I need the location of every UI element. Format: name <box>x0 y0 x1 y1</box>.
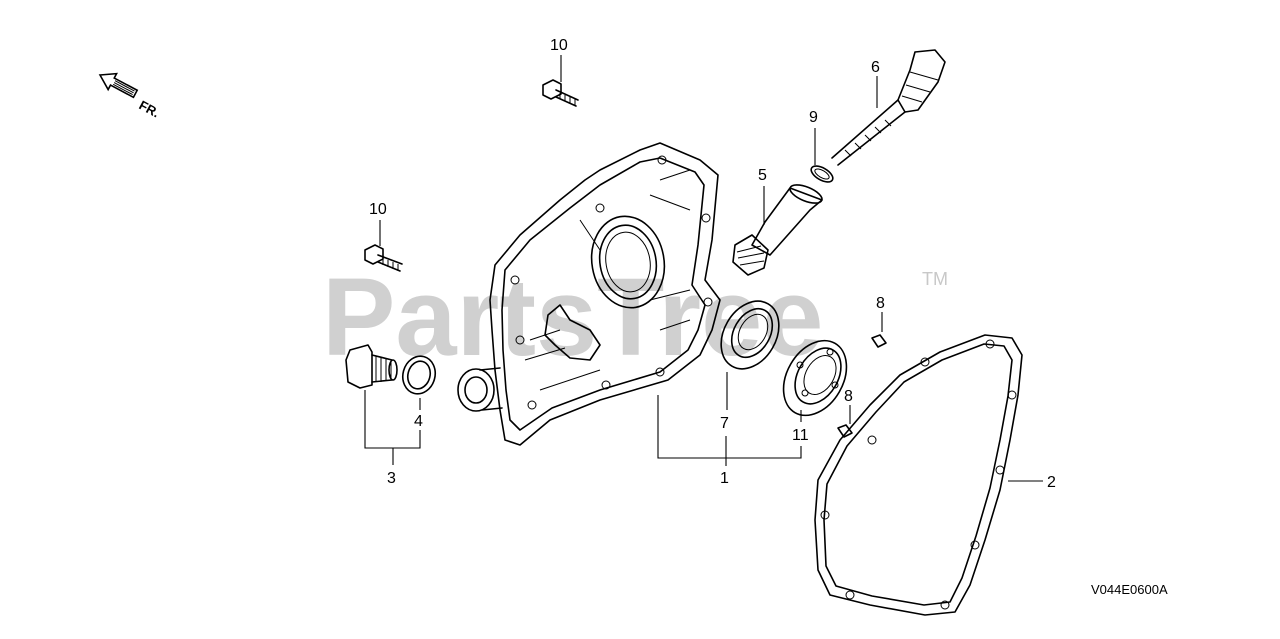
callout-8-top: 8 <box>876 295 885 312</box>
dowel-pin-8-top <box>871 334 887 348</box>
front-arrow-icon <box>98 72 139 99</box>
front-direction-marker: FR. <box>98 72 163 120</box>
callout-3: 3 <box>387 470 396 487</box>
callout-10-top: 10 <box>550 37 568 54</box>
crankcase-cover <box>457 142 721 446</box>
watermark: PartsTree TM <box>322 256 948 379</box>
callout-11: 11 <box>792 427 809 444</box>
callout-10-left: 10 <box>369 201 387 218</box>
leader-3-bracket <box>364 390 421 449</box>
bolt-10-top <box>542 79 579 107</box>
front-label: FR. <box>137 97 163 120</box>
o-ring-9 <box>810 165 834 183</box>
dowel-pin-8-bottom <box>837 424 853 438</box>
callout-7: 7 <box>720 415 729 432</box>
watermark-tm: TM <box>922 269 948 289</box>
callout-2: 2 <box>1047 474 1056 491</box>
bolt-10-left <box>364 244 403 272</box>
leader-1-bracket <box>657 395 802 459</box>
callout-8-bottom: 8 <box>844 388 853 405</box>
oil-filler-tube-5 <box>732 184 823 276</box>
oil-seal-7 <box>720 300 780 370</box>
washer-4 <box>401 355 437 395</box>
drawing-code: V044E0600A <box>1091 582 1168 597</box>
dipstick-6 <box>831 49 946 166</box>
callout-6: 6 <box>871 59 880 76</box>
callout-1: 1 <box>720 470 729 487</box>
drain-plug-3 <box>345 344 398 389</box>
callout-5: 5 <box>758 167 767 184</box>
callout-9: 9 <box>809 109 818 126</box>
callout-4: 4 <box>414 413 423 430</box>
bearing-11 <box>782 339 848 417</box>
gasket-2 <box>814 334 1023 616</box>
